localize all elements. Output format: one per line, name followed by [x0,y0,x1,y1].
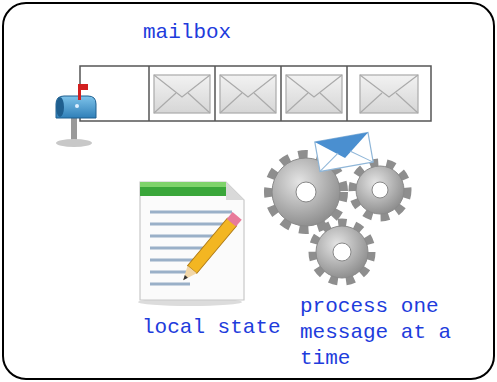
mailbox-queue [80,66,431,121]
gears-icon [270,133,406,280]
document-icon [138,182,244,306]
process-label: process one message at a time [300,294,452,372]
mailbox-icon [56,84,96,147]
mailbox-label: mailbox [143,20,231,46]
queued-messages [154,75,418,113]
state-label: local state [142,315,281,341]
